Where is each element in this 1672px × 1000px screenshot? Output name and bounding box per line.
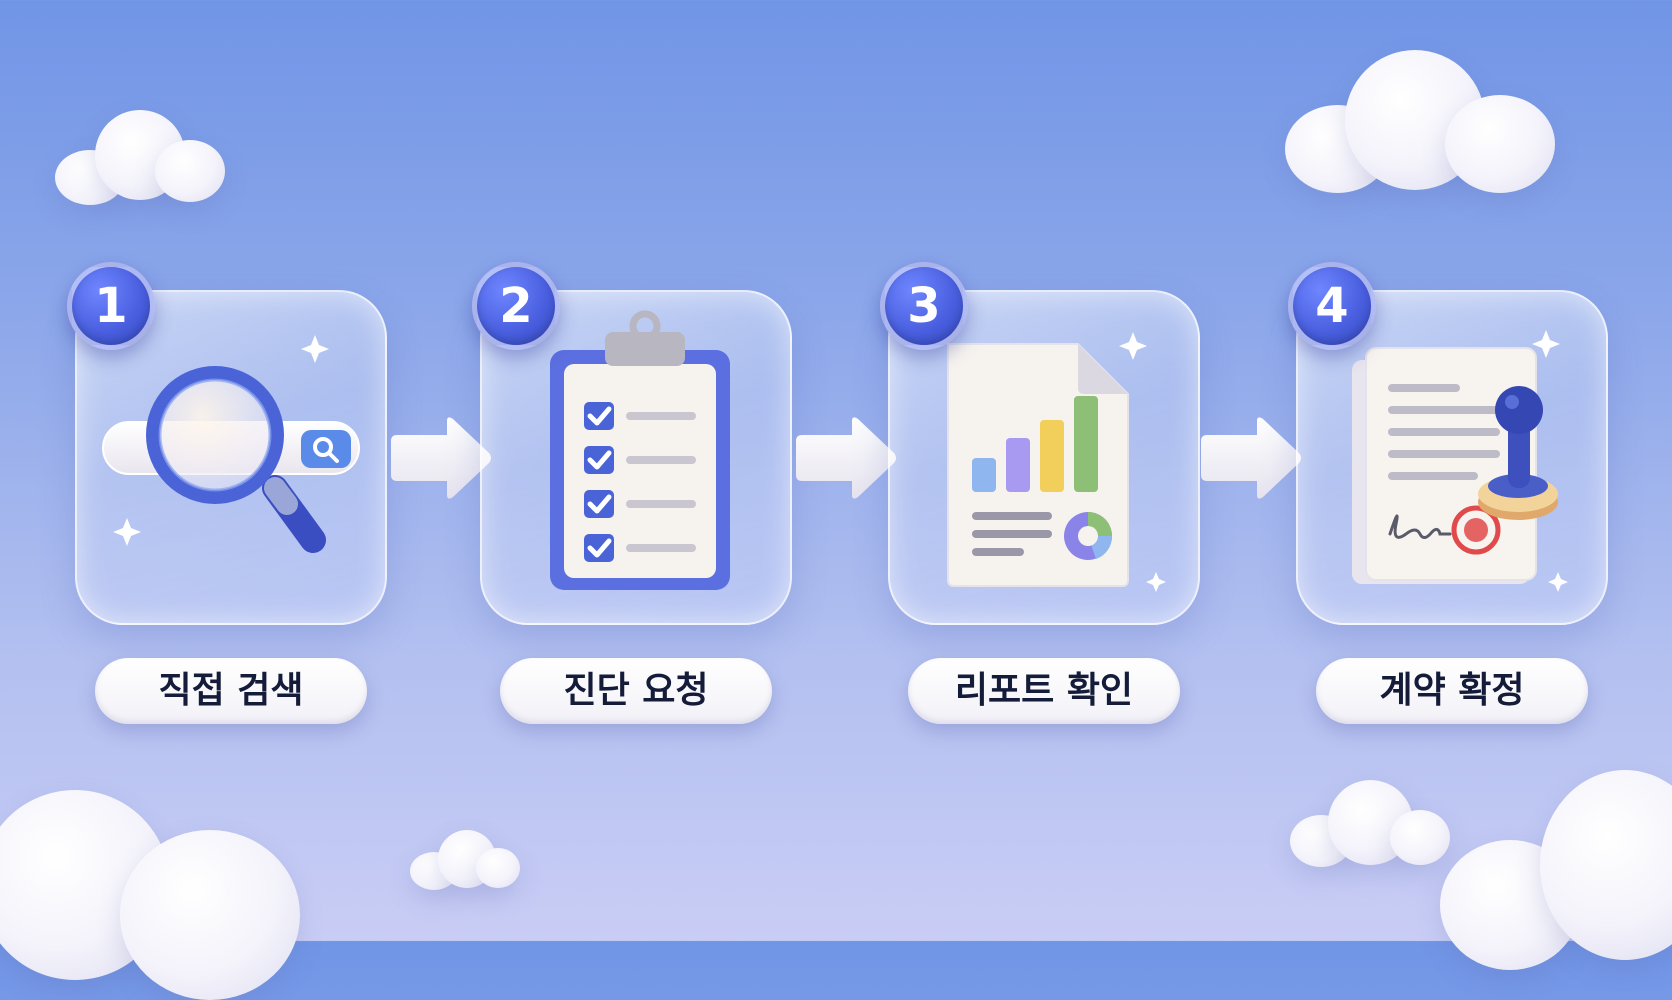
report-chart-icon	[947, 332, 1166, 592]
magnifier-search-icon	[102, 335, 360, 553]
cloud-top-right	[1285, 50, 1555, 195]
contract-stamp-icon	[1352, 330, 1568, 592]
step-4: 4 계약 확정	[1288, 262, 1608, 724]
step-2: 2 진단 요청	[472, 262, 792, 724]
arrow-right-icon	[796, 417, 896, 499]
step-label: 계약 확정	[1316, 658, 1588, 724]
cloud-bottom-left	[0, 750, 320, 1000]
step-label: 진단 요청	[500, 658, 772, 724]
step-label: 직접 검색	[95, 658, 367, 724]
step-1: 1 직접 검색	[67, 262, 387, 724]
step-number-badge: 2	[472, 262, 560, 350]
step-3: 3 리포트 확인	[880, 262, 1200, 724]
cloud-bottom-right-small	[1290, 780, 1450, 870]
step-number-badge: 3	[880, 262, 968, 350]
cloud-bottom-center	[410, 830, 520, 890]
cloud-top-left	[55, 110, 225, 205]
cloud-bottom-right	[1440, 760, 1672, 970]
step-number-badge: 1	[67, 262, 155, 350]
clipboard-checklist-icon	[550, 310, 730, 590]
step-label: 리포트 확인	[908, 658, 1180, 724]
step-number-badge: 4	[1288, 262, 1376, 350]
arrow-right-icon	[391, 417, 491, 499]
arrow-right-icon	[1201, 417, 1301, 499]
